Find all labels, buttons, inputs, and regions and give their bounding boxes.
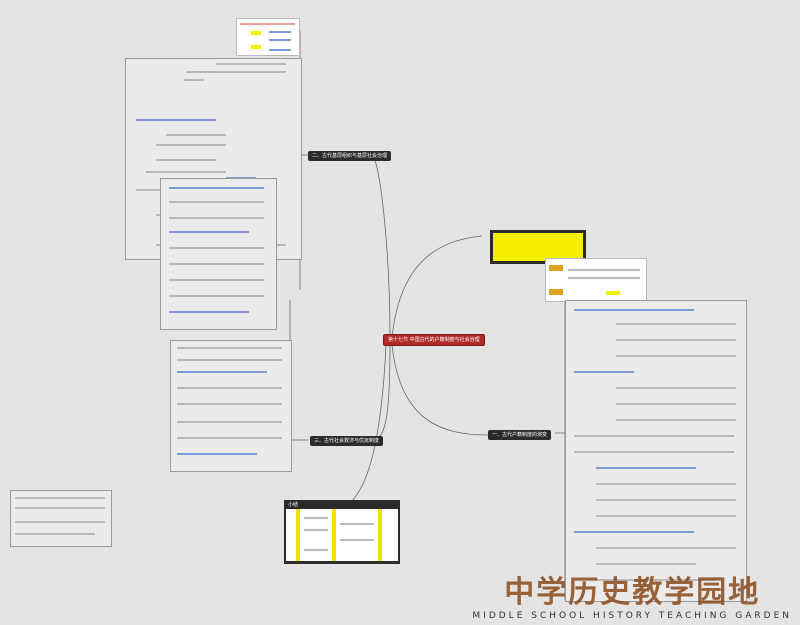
branch-grassroots-governance[interactable]: 二、古代基层组织与基层社会治理 — [308, 151, 392, 161]
bottom-left-notes — [10, 490, 112, 547]
branch-1-details — [565, 300, 747, 602]
branch-household-registration[interactable]: 一、古代户籍制度的演变 — [488, 430, 552, 440]
link-summary — [339, 344, 387, 511]
link-branch-3 — [371, 344, 391, 441]
summary-title: 小结 — [288, 502, 299, 508]
central-topic[interactable]: 第十七节 中国古代的户籍制度与社会治理 — [383, 334, 485, 346]
branch-2-details-lower — [160, 178, 277, 330]
watermark: 中学历史教学园地 MIDDLE SCHOOL HISTORY TEACHING … — [472, 567, 792, 621]
link-branch-1 — [391, 344, 489, 436]
watermark-title: 中学历史教学园地 — [504, 575, 761, 610]
branch-3-details — [170, 340, 292, 472]
household-table — [545, 258, 647, 302]
summary-box: 小结 — [284, 500, 400, 564]
link-intro — [391, 235, 483, 339]
comparison-table — [236, 18, 300, 56]
watermark-subtitle: MIDDLE SCHOOL HISTORY TEACHING GARDEN — [472, 611, 792, 621]
branch-social-relief[interactable]: 三、古代社会救济与优抚制度 — [310, 436, 384, 446]
link-branch-2 — [371, 154, 391, 339]
summary-table — [286, 509, 398, 561]
